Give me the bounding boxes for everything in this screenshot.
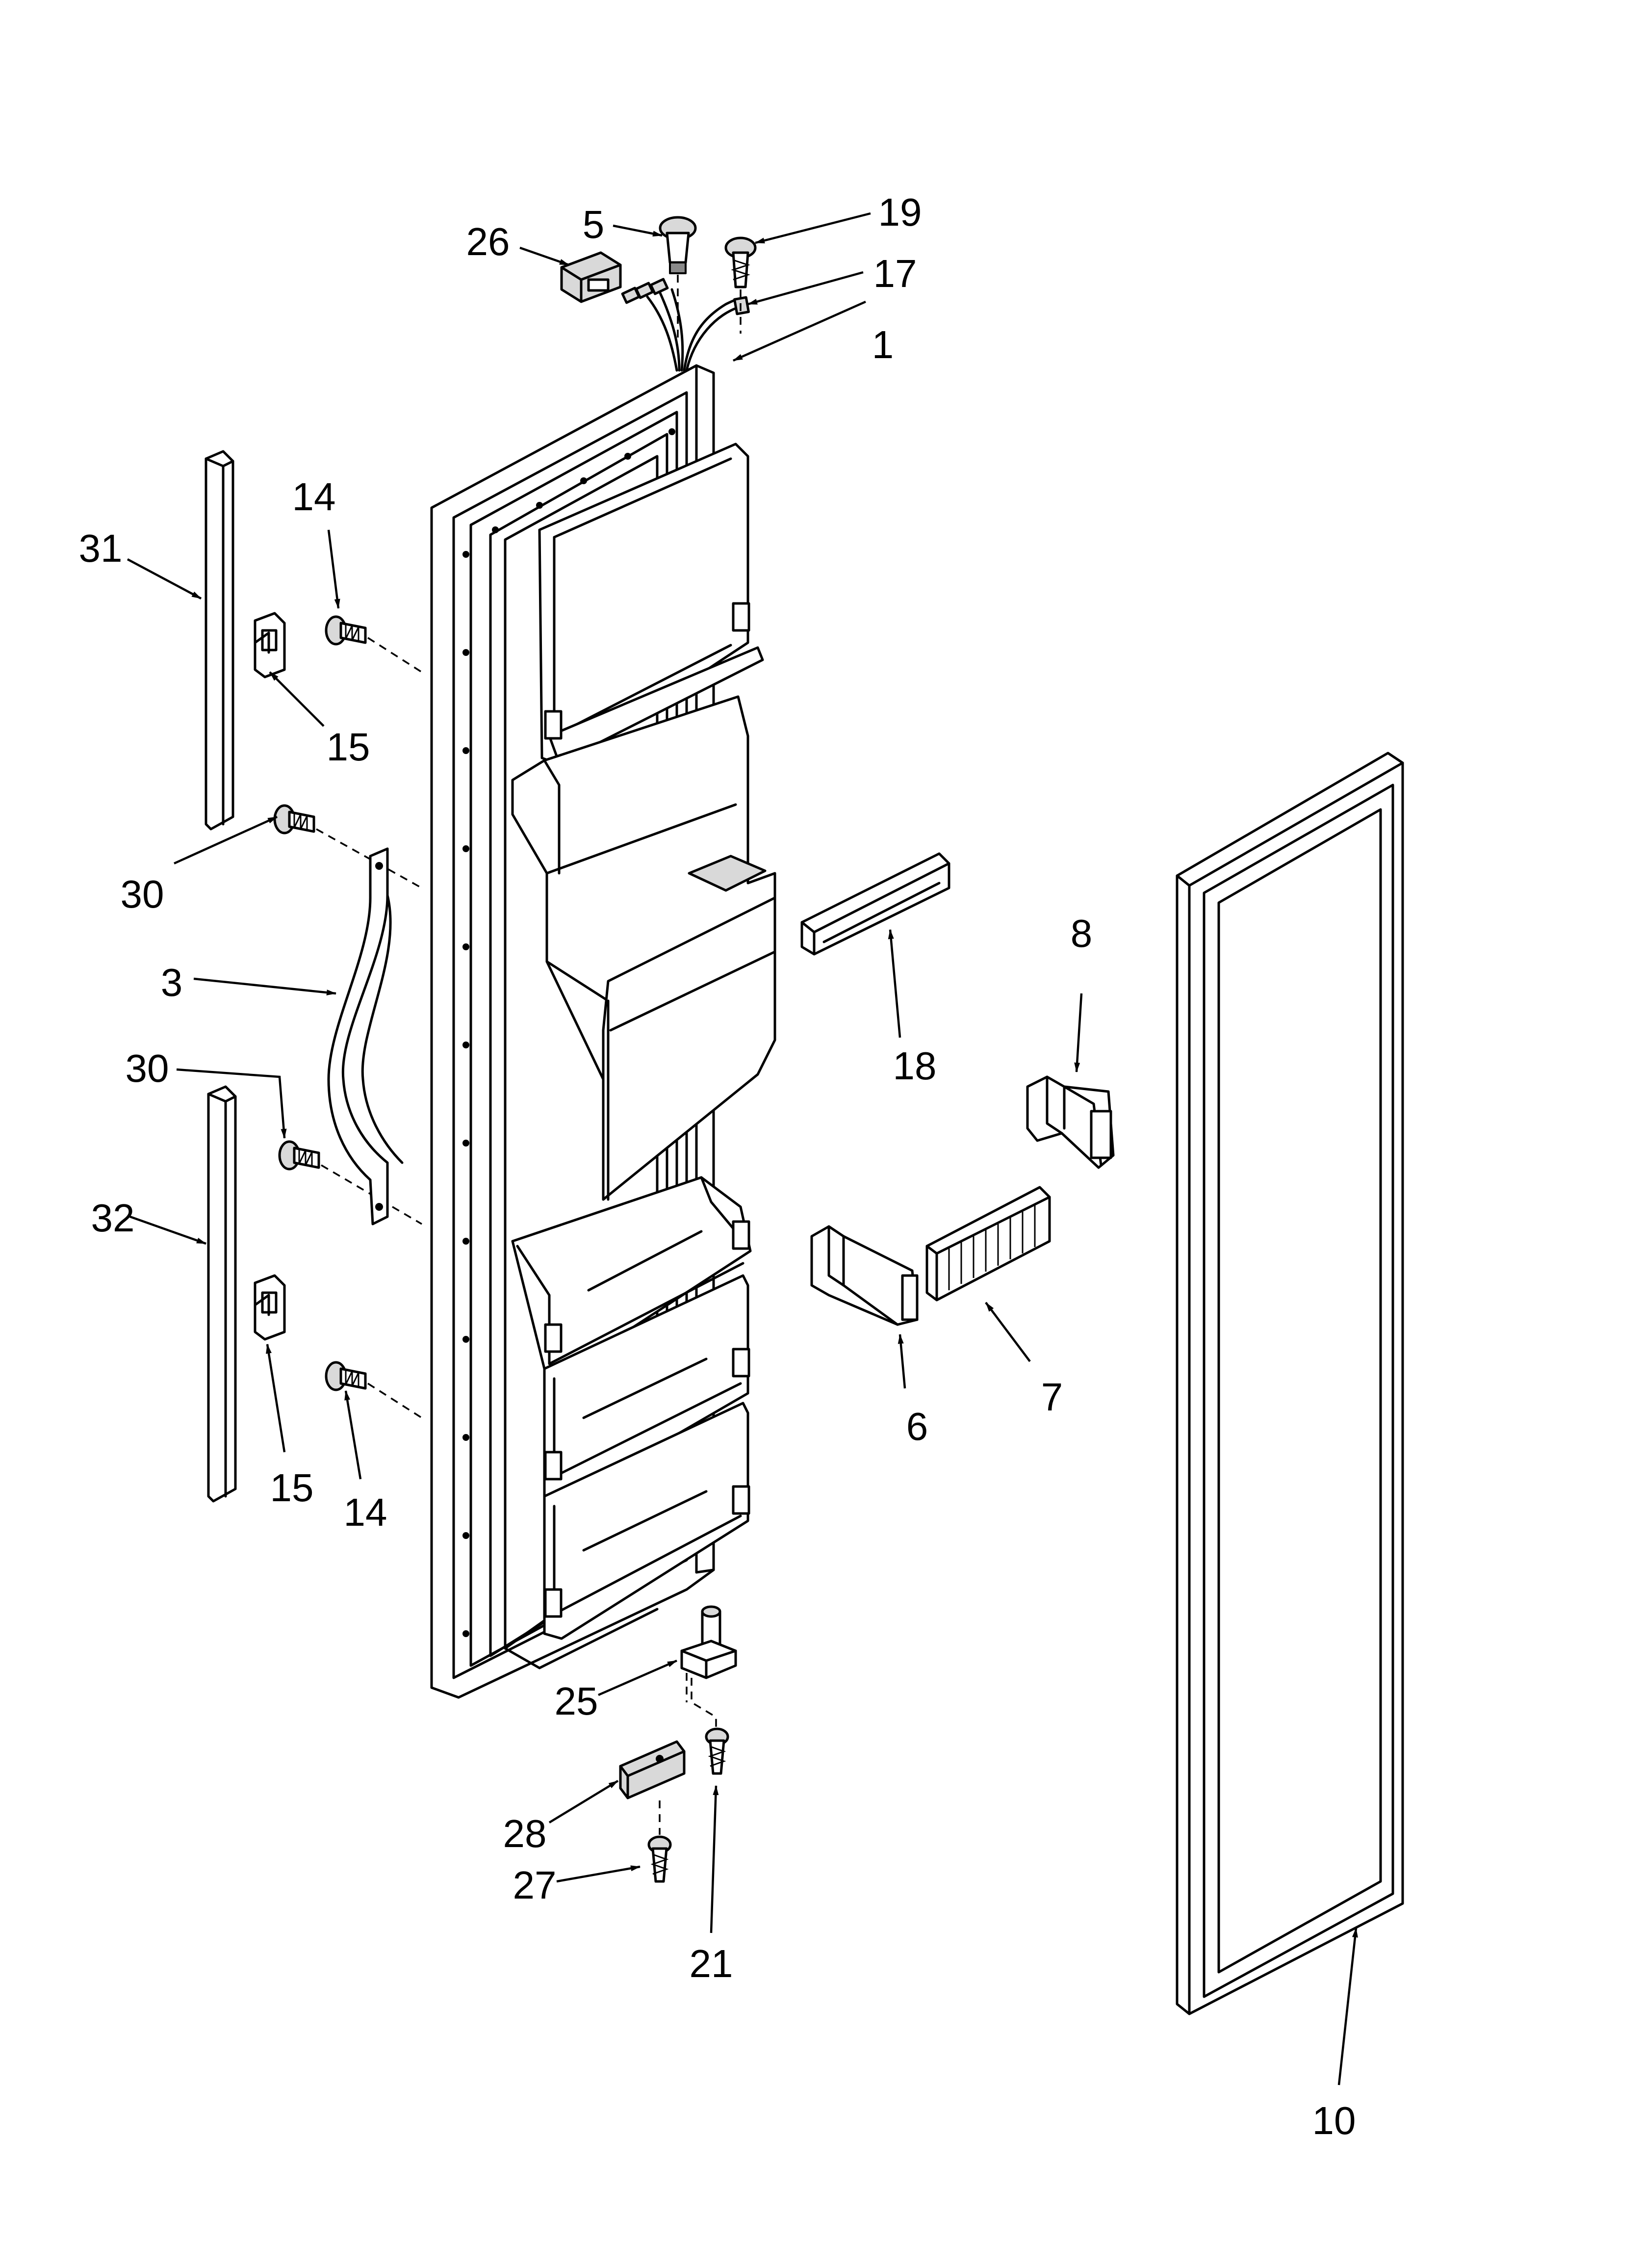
- wire-harness-17: [621, 278, 750, 372]
- door-screw-holes: [462, 428, 675, 1637]
- gasket-10: [1176, 752, 1404, 2015]
- callout-labels: 1 3 5 6 7 8 10 14 14 15 15 17 18 19 21 2…: [79, 190, 1356, 2142]
- hinge-pin-25: [680, 1605, 737, 1727]
- callout-30-upper: 30: [121, 872, 164, 916]
- callout-14-upper: 14: [292, 475, 336, 519]
- callout-leaders: [127, 212, 1358, 2086]
- handle-3: [327, 847, 404, 1225]
- screw-27: [647, 1835, 672, 1883]
- upper-door-shelf: [538, 443, 764, 767]
- switch-5: [659, 216, 697, 343]
- callout-5: 5: [583, 203, 605, 246]
- screw-14-upper: [325, 615, 422, 673]
- callout-14-lower: 14: [344, 1490, 387, 1534]
- callout-15-upper: 15: [327, 725, 370, 769]
- callout-10: 10: [1312, 2099, 1356, 2142]
- callout-3: 3: [161, 961, 183, 1004]
- callout-31: 31: [79, 526, 123, 570]
- lower-door-shelf-b: [543, 1402, 750, 1640]
- callout-1: 1: [872, 323, 894, 366]
- screw-19: [724, 236, 757, 334]
- screw-21: [705, 1727, 729, 1775]
- lower-door-shelf-a: [543, 1274, 750, 1503]
- gate-7: [925, 1186, 1051, 1302]
- dispenser-housing: [511, 695, 776, 1201]
- callout-6: 6: [906, 1405, 928, 1448]
- screw-30-upper: [273, 804, 422, 889]
- callout-30-lower: 30: [126, 1046, 169, 1090]
- door-assembly: [430, 364, 776, 1699]
- callout-17: 17: [873, 252, 917, 295]
- callout-32: 32: [91, 1196, 135, 1240]
- callout-21: 21: [690, 1942, 733, 1985]
- hinge-28: [619, 1740, 686, 1835]
- trim-31: [205, 450, 234, 831]
- callout-7: 7: [1041, 1375, 1063, 1419]
- callout-19: 19: [878, 190, 922, 234]
- middle-door-shelf: [511, 1176, 752, 1375]
- clip-15-lower: [254, 1274, 286, 1341]
- callout-18: 18: [893, 1044, 937, 1088]
- rail-18: [800, 852, 950, 956]
- callout-8: 8: [1071, 912, 1093, 955]
- callout-27: 27: [513, 1863, 557, 1907]
- shelf-end-8: [1026, 1075, 1115, 1169]
- callout-26: 26: [466, 220, 510, 263]
- screw-14-lower: [325, 1361, 422, 1419]
- clip-15-upper: [254, 612, 286, 678]
- callout-28: 28: [503, 1812, 547, 1855]
- trim-32: [207, 1085, 237, 1503]
- callout-25: 25: [555, 1679, 598, 1723]
- shelf-end-6: [810, 1225, 919, 1326]
- callout-15-lower: 15: [270, 1466, 314, 1510]
- connector-26: [560, 251, 622, 303]
